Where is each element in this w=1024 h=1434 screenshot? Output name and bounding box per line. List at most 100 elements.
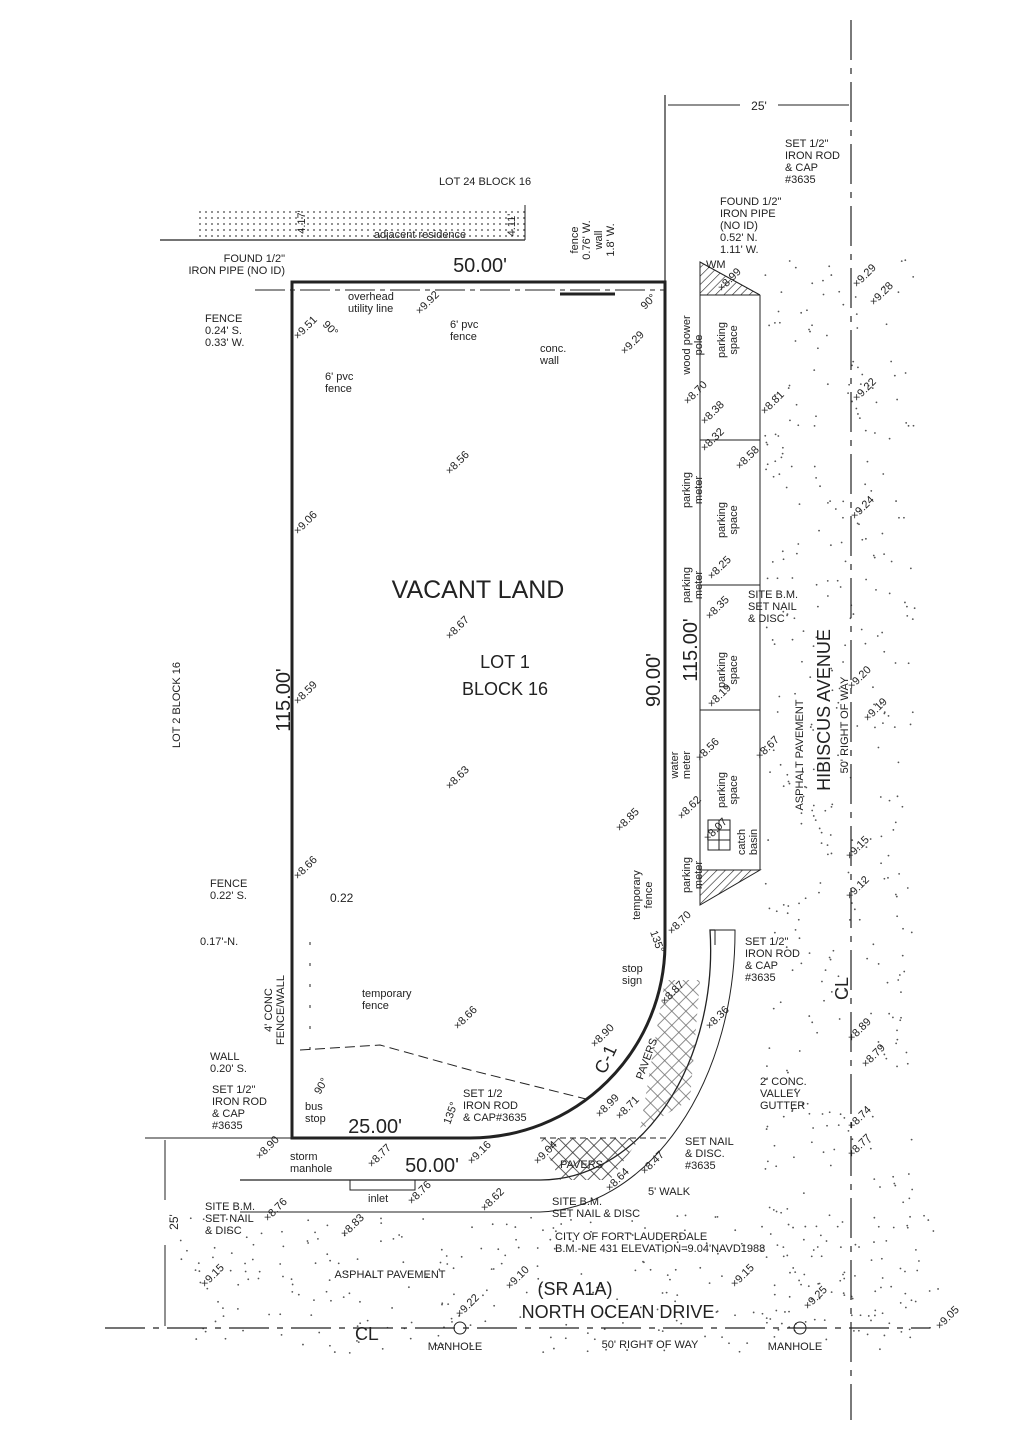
stipple-dot (818, 891, 820, 894)
spot-elevation: ×8.79 (860, 1042, 888, 1070)
stipple-dot (326, 1253, 329, 1256)
stipple-dot (908, 1197, 911, 1200)
stipple-dot (903, 970, 906, 973)
stipple-dot (787, 1071, 789, 1074)
stipple-dot (791, 969, 794, 972)
spot-elevation: ×9.15 (844, 834, 872, 862)
stipple-dot (895, 500, 897, 502)
stipple-dot (802, 1192, 805, 1195)
south-total-dimension: 50.00' (405, 1155, 459, 1177)
stipple-dot (913, 607, 916, 610)
stipple-dot (789, 1271, 791, 1274)
spot-elevation: ×9.20 (846, 664, 874, 692)
note-found-pipe-ne: 1.11' W. (720, 244, 759, 256)
stipple-dot (782, 1246, 785, 1249)
stipple-dot (894, 821, 897, 824)
note-temp-fence-e: temporary (631, 870, 643, 920)
note-set-nail-se: & DISC. (685, 1148, 725, 1160)
stipple-dot (392, 1237, 395, 1240)
stipple-dot (774, 394, 776, 396)
stipple-dot (357, 1341, 360, 1344)
stipple-dot (740, 1242, 743, 1245)
note-set-rod-s: IRON ROD (463, 1100, 518, 1112)
stipple-dot (857, 413, 859, 415)
stipple-dot (485, 1289, 488, 1292)
stipple-dot (365, 1273, 368, 1276)
stipple-dot (525, 1291, 528, 1294)
note-conc-fence-wall: FENCE/WALL (275, 975, 287, 1045)
stipple-dot (877, 746, 880, 749)
stipple-dot (650, 1342, 653, 1345)
stipple-dot (460, 1255, 463, 1258)
stipple-dot (769, 771, 771, 774)
stipple-dot (908, 1328, 911, 1331)
stipple-dot (900, 1016, 902, 1019)
stipple-dot (788, 384, 791, 387)
spot-elevation: ×9.24 (849, 494, 877, 522)
residence-offset-right: 4.11' (506, 214, 518, 237)
stipple-dot (906, 1226, 909, 1229)
spot-elevation: ×8.77 (846, 1132, 874, 1160)
stipple-dot (910, 1138, 913, 1141)
stipple-dot (515, 1238, 517, 1241)
stipple-dot (928, 1290, 931, 1292)
stipple-dot (437, 1334, 440, 1337)
stipple-dot (879, 1348, 881, 1351)
stipple-dot (438, 1268, 441, 1271)
stipple-dot (782, 1255, 785, 1258)
stipple-dot (906, 1062, 909, 1065)
stipple-dot (306, 1240, 309, 1242)
manhole-label: MANHOLE (768, 1341, 822, 1353)
stipple-dot (820, 831, 823, 834)
stipple-dot (565, 1323, 568, 1326)
spot-elevation: ×9.05 (934, 1304, 962, 1332)
stipple-dot (346, 1271, 349, 1273)
note-found-pipe-nw: FOUND 1/2" (224, 253, 285, 265)
stipple-dot (674, 1300, 677, 1303)
stipple-dot (554, 1230, 557, 1233)
stipple-dot (398, 1234, 401, 1236)
stipple-dot (317, 1237, 319, 1240)
stipple-dot (514, 1226, 517, 1228)
spot-elevation: ×9.29 (619, 329, 647, 357)
stipple-dot (855, 313, 858, 316)
stipple-dot (824, 969, 827, 972)
stipple-dot (781, 452, 784, 455)
note-city-bm: CITY OF FORT LAUDERDALE (555, 1231, 707, 1243)
stipple-dot (791, 1108, 794, 1111)
stipple-dot (634, 1269, 637, 1272)
stipple-dot (858, 918, 861, 921)
stipple-dot (676, 1294, 679, 1297)
stipple-dot (858, 417, 861, 420)
stipple-dot (818, 1282, 821, 1285)
stipple-dot (802, 795, 805, 798)
stipple-dot (854, 1274, 856, 1277)
stipple-dot (842, 1292, 845, 1295)
stipple-dot (734, 1314, 736, 1317)
stipple-dot (450, 1317, 453, 1320)
stipple-dot (780, 1211, 783, 1214)
stipple-dot (676, 1215, 679, 1217)
stipple-dot (904, 1306, 907, 1309)
stipple-dot (864, 537, 867, 540)
stipple-dot (881, 1277, 884, 1279)
stipple-dot (685, 1248, 688, 1251)
spot-elevation: ×8.85 (614, 806, 642, 834)
stipple-dot (804, 1320, 807, 1323)
stipple-dot (909, 567, 912, 570)
stipple-dot (407, 1272, 410, 1275)
stipple-dot (800, 822, 803, 825)
stipple-dot (896, 398, 899, 401)
note-found-pipe-ne: FOUND 1/2" (720, 196, 781, 208)
stipple-dot (905, 422, 908, 424)
note-set-rod-se: IRON ROD (745, 948, 800, 960)
stipple-dot (244, 1270, 247, 1273)
asphalt-stipple (179, 259, 939, 1354)
stipple-dot (892, 829, 895, 831)
stipple-dot (202, 1218, 205, 1221)
stipple-dot (328, 1279, 331, 1282)
stipple-dot (649, 1268, 652, 1271)
stipple-dot (909, 1336, 912, 1339)
spot-elevation: ×9.19 (862, 696, 890, 724)
stipple-dot (764, 745, 766, 748)
